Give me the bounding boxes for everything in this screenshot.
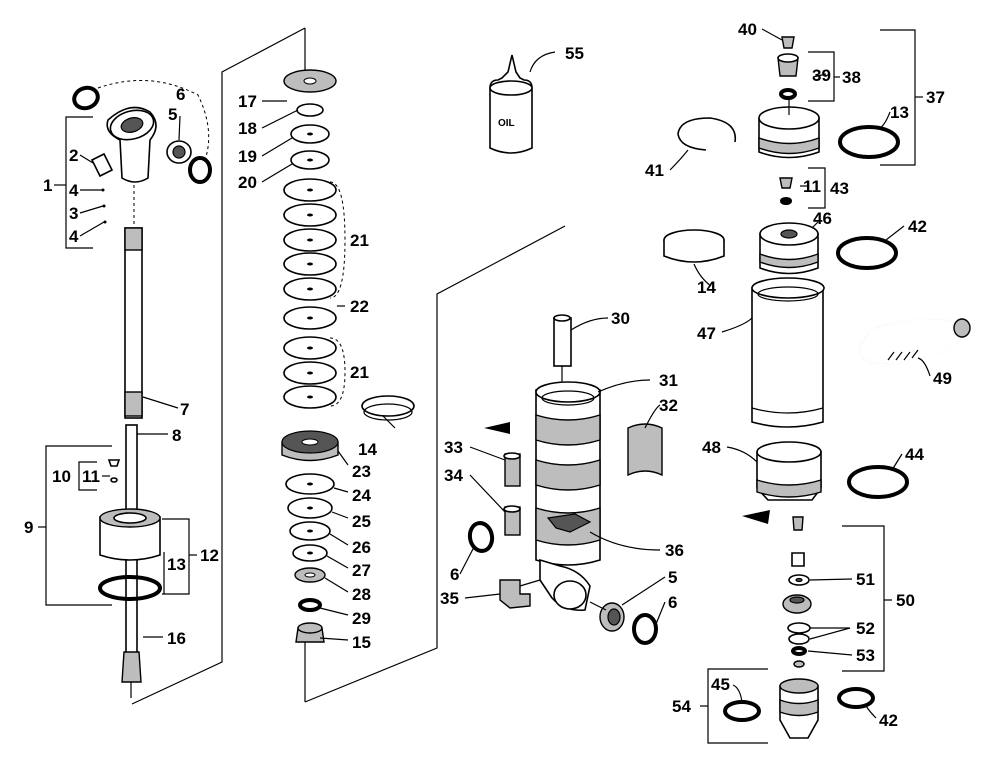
label-45: 45 <box>711 675 730 694</box>
label-47: 47 <box>697 324 716 343</box>
shaft-assembly <box>72 80 212 698</box>
label-14: 14 <box>697 278 716 297</box>
label-15: 15 <box>352 633 371 652</box>
label-18: 18 <box>238 119 257 138</box>
label-53: 53 <box>856 646 875 665</box>
shock-body: OIL <box>467 54 663 645</box>
label-32: 32 <box>659 396 678 415</box>
label-54: 54 <box>672 697 691 716</box>
label-43: 43 <box>830 179 849 198</box>
label-35: 35 <box>440 589 459 608</box>
label-30: 30 <box>611 309 630 328</box>
leader-lines <box>54 28 931 719</box>
label-37: 37 <box>926 88 945 107</box>
label-46: 46 <box>813 209 832 228</box>
label-20: 20 <box>238 173 257 192</box>
shim-stack <box>281 28 415 702</box>
label-5: 5 <box>668 568 677 587</box>
label-9: 9 <box>24 518 33 537</box>
label-6: 6 <box>668 593 677 612</box>
callout-labels: 1 2 4 3 4 6 5 7 8 10 11 9 13 12 16 17 18… <box>24 20 952 730</box>
label-24: 24 <box>352 486 371 505</box>
label-21: 21 <box>350 231 369 250</box>
label-6: 6 <box>450 565 459 584</box>
label-11: 11 <box>82 467 100 486</box>
label-6: 6 <box>176 85 185 104</box>
label-25: 25 <box>352 512 371 531</box>
label-31: 31 <box>659 371 678 390</box>
label-48: 48 <box>702 438 721 457</box>
label-17: 17 <box>238 92 257 111</box>
label-7: 7 <box>180 400 189 419</box>
label-23: 23 <box>352 462 371 481</box>
label-16: 16 <box>167 629 186 648</box>
label-49: 49 <box>933 369 952 388</box>
label-1: 1 <box>43 176 52 195</box>
label-27: 27 <box>352 561 371 580</box>
label-4: 4 <box>69 227 79 246</box>
label-34: 34 <box>444 466 463 485</box>
label-13: 13 <box>167 555 186 574</box>
label-39: 39 <box>812 66 831 85</box>
label-11: 11 <box>803 177 821 196</box>
oil-bottle-label: OIL <box>498 118 515 129</box>
label-10: 10 <box>52 467 71 486</box>
label-19: 19 <box>238 147 257 166</box>
label-2: 2 <box>69 146 78 165</box>
label-28: 28 <box>352 585 371 604</box>
label-38: 38 <box>842 68 861 87</box>
label-55: 55 <box>565 44 584 63</box>
label-14: 14 <box>358 440 377 459</box>
label-41: 41 <box>645 161 664 180</box>
label-42: 42 <box>908 217 927 236</box>
label-33: 33 <box>444 438 463 457</box>
label-3: 3 <box>69 204 78 223</box>
label-50: 50 <box>896 591 915 610</box>
label-42: 42 <box>879 711 898 730</box>
label-4: 4 <box>69 181 79 200</box>
label-5: 5 <box>168 105 177 124</box>
label-26: 26 <box>352 538 371 557</box>
label-40: 40 <box>738 20 757 39</box>
label-44: 44 <box>905 445 924 464</box>
label-29: 29 <box>352 609 371 628</box>
label-22: 22 <box>350 297 369 316</box>
label-21: 21 <box>350 363 369 382</box>
label-13: 13 <box>890 103 909 122</box>
label-51: 51 <box>856 570 875 589</box>
label-12: 12 <box>200 546 219 565</box>
label-52: 52 <box>856 619 875 638</box>
label-8: 8 <box>172 426 181 445</box>
reservoir-assembly <box>663 36 971 739</box>
label-36: 36 <box>665 541 684 560</box>
